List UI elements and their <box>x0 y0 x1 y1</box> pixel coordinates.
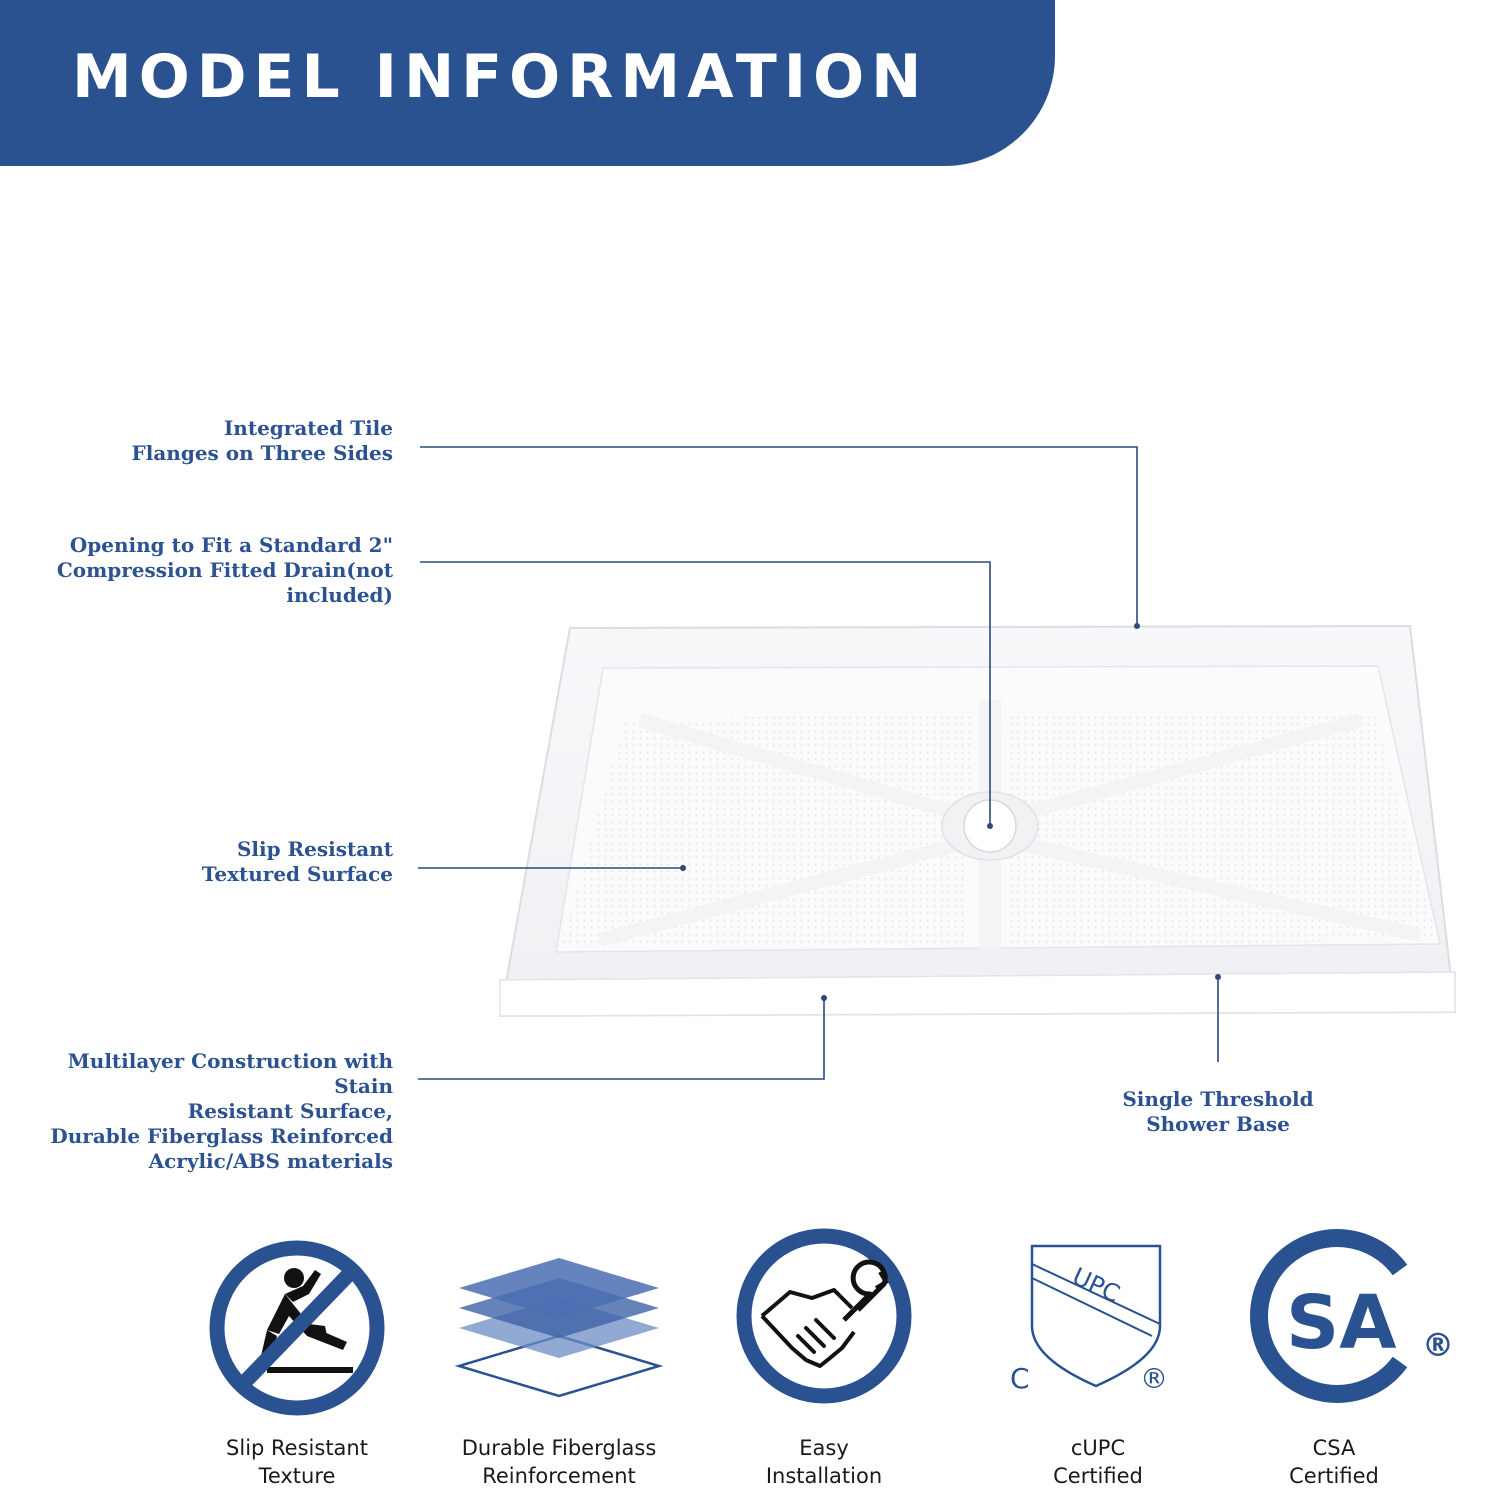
page-title: MODEL INFORMATION <box>72 42 929 112</box>
feature-easy-install: Easy Installation <box>694 1228 954 1488</box>
callout-tile-flanges: Integrated Tile Flanges on Three Sides <box>131 416 393 465</box>
feature-cupc: UPC C ® cUPC Certified <box>968 1228 1228 1488</box>
leader-multilayer <box>418 998 825 1080</box>
svg-text:®: ® <box>1422 1326 1454 1364</box>
leader-tile-flanges <box>420 446 1138 626</box>
feature-fiberglass: Durable Fiberglass Reinforcement <box>429 1228 689 1488</box>
callout-single-threshold: Single Threshold Shower Base <box>1122 1087 1314 1136</box>
svg-text:®: ® <box>1140 1362 1168 1395</box>
feature-label: CSA Certified <box>1289 1436 1379 1488</box>
callout-multilayer: Multilayer Construction with Stain Resis… <box>50 1049 393 1173</box>
handshake-wrench-icon <box>736 1228 912 1404</box>
no-slip-icon <box>209 1240 385 1416</box>
cupc-logo: UPC C ® <box>1010 1244 1168 1395</box>
feature-label: Durable Fiberglass Reinforcement <box>461 1436 657 1488</box>
header-banner: MODEL INFORMATION <box>0 0 1055 166</box>
csa-logo: SA ® <box>1250 1229 1454 1403</box>
feature-label: cUPC Certified <box>1053 1436 1143 1488</box>
layers-icon <box>454 1258 664 1398</box>
callout-slip-resistant: Slip Resistant Textured Surface <box>201 837 393 886</box>
leader-drain-opening <box>420 561 991 826</box>
svg-text:UPC: UPC <box>1068 1262 1124 1308</box>
feature-label: Easy Installation <box>765 1436 883 1488</box>
svg-text:SA: SA <box>1286 1280 1397 1366</box>
callout-drain-opening: Opening to Fit a Standard 2" Compression… <box>56 533 393 607</box>
svg-text:C: C <box>1010 1362 1030 1395</box>
feature-csa: SA ® CSA Certified <box>1204 1228 1464 1488</box>
feature-label: Slip Resistant Texture <box>226 1436 368 1488</box>
feature-slip-resistant: Slip Resistant Texture <box>167 1228 427 1488</box>
